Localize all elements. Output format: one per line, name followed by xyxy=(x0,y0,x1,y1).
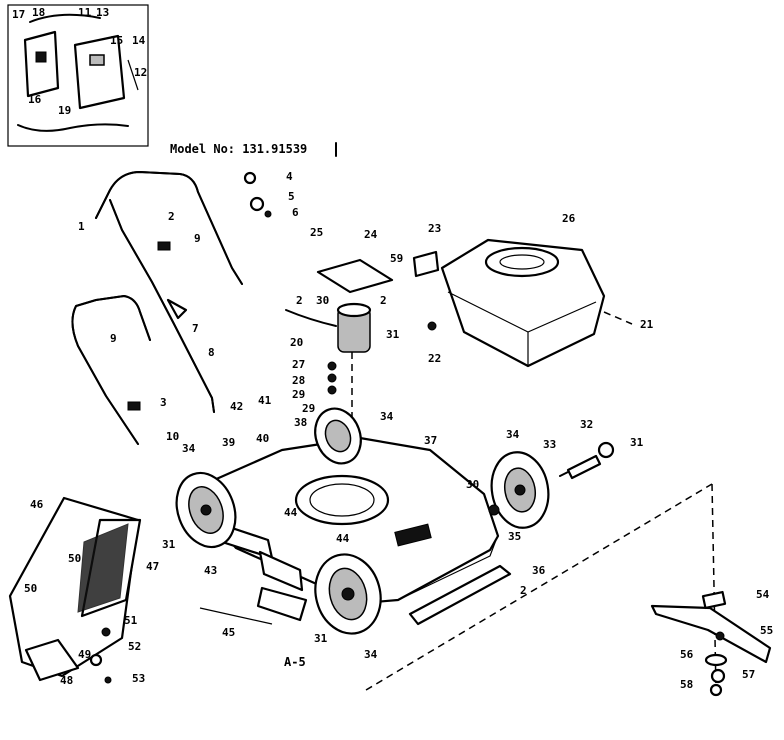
callout-2c: 2 xyxy=(380,294,387,307)
callout-47: 47 xyxy=(146,560,159,573)
callout-31b: 31 xyxy=(630,436,644,449)
lower-handle xyxy=(71,295,151,445)
upper-handle xyxy=(95,171,243,413)
callout-52: 52 xyxy=(128,640,141,653)
callout-32: 32 xyxy=(580,418,593,431)
page-reference-label: A-5 xyxy=(284,655,306,669)
callout-6: 6 xyxy=(292,206,299,219)
callout-56: 56 xyxy=(680,648,694,661)
callout-43: 43 xyxy=(204,564,217,577)
callout-10: 10 xyxy=(166,430,179,443)
callout-39: 39 xyxy=(222,436,235,449)
callout-1: 1 xyxy=(78,220,85,233)
callout-41: 41 xyxy=(258,394,272,407)
callout-55: 55 xyxy=(760,624,773,637)
callout-2d: 2 xyxy=(520,584,527,597)
inset-switch-detail xyxy=(7,4,149,147)
callout-34a: 34 xyxy=(182,442,196,455)
callout-8: 8 xyxy=(208,346,215,359)
callout-29: 29 xyxy=(292,388,305,401)
callout-17: 17 xyxy=(12,8,25,21)
callout-34c: 34 xyxy=(506,428,520,441)
callout-50b: 50 xyxy=(24,582,37,595)
callout-13: 13 xyxy=(96,6,109,19)
callout-54: 54 xyxy=(756,588,770,601)
callout-27: 27 xyxy=(292,358,305,371)
callout-14: 14 xyxy=(132,34,146,47)
callout-28: 28 xyxy=(292,374,305,387)
callout-31c: 31 xyxy=(162,538,176,551)
callout-20: 20 xyxy=(290,336,303,349)
callout-26: 26 xyxy=(562,212,576,225)
wheel-rear-right xyxy=(490,451,550,529)
callout-57: 57 xyxy=(742,668,755,681)
callout-9b: 9 xyxy=(110,332,117,345)
callout-9: 9 xyxy=(194,232,201,245)
callout-38: 38 xyxy=(294,416,307,429)
callout-22: 22 xyxy=(428,352,441,365)
callout-12: 12 xyxy=(134,66,147,79)
callout-30: 30 xyxy=(466,478,479,491)
callout-48: 48 xyxy=(60,674,73,687)
callout-16: 16 xyxy=(28,93,42,106)
model-number-label: Model No: 131.91539 xyxy=(170,142,307,156)
callout-40: 40 xyxy=(256,432,269,445)
callout-44b: 44 xyxy=(336,532,350,545)
callout-11: 11 xyxy=(78,6,92,19)
wheel-rear-left xyxy=(314,553,382,635)
callout-3: 3 xyxy=(160,396,167,409)
callout-5: 5 xyxy=(288,190,295,203)
callout-23: 23 xyxy=(428,222,441,235)
callout-25: 25 xyxy=(310,226,323,239)
callout-59: 59 xyxy=(390,252,403,265)
callout-37: 37 xyxy=(424,434,437,447)
callout-35: 35 xyxy=(508,530,521,543)
callout-36: 36 xyxy=(532,564,546,577)
callout-44a: 44 xyxy=(284,506,298,519)
callout-34d: 34 xyxy=(364,648,378,661)
callout-51: 51 xyxy=(124,614,138,627)
callout-29b: 29 xyxy=(302,402,315,415)
callout-24: 24 xyxy=(364,228,378,241)
callout-2: 2 xyxy=(168,210,175,223)
callout-4: 4 xyxy=(286,170,293,183)
callout-21: 21 xyxy=(640,318,654,331)
blade-assembly xyxy=(650,590,772,697)
wheel-front-right xyxy=(314,407,362,465)
callout-31: 31 xyxy=(386,328,400,341)
callout-50: 50 xyxy=(68,552,81,565)
callout-42: 42 xyxy=(230,400,243,413)
callout-15: 15 xyxy=(110,34,123,47)
callout-2b: 2 xyxy=(296,294,303,307)
callout-33: 33 xyxy=(543,438,556,451)
callout-58: 58 xyxy=(680,678,693,691)
callout-53: 53 xyxy=(132,672,145,685)
callout-49: 49 xyxy=(78,648,91,661)
wheel-front-left xyxy=(175,471,237,549)
callout-19: 19 xyxy=(58,104,71,117)
callout-60: 30 xyxy=(316,294,329,307)
callout-31d: 31 xyxy=(314,632,328,645)
callout-46: 46 xyxy=(30,498,44,511)
motor-cover xyxy=(440,238,606,368)
callout-45: 45 xyxy=(222,626,235,639)
callout-34b: 34 xyxy=(380,410,394,423)
callout-7: 7 xyxy=(192,322,199,335)
callout-18: 18 xyxy=(32,6,45,19)
